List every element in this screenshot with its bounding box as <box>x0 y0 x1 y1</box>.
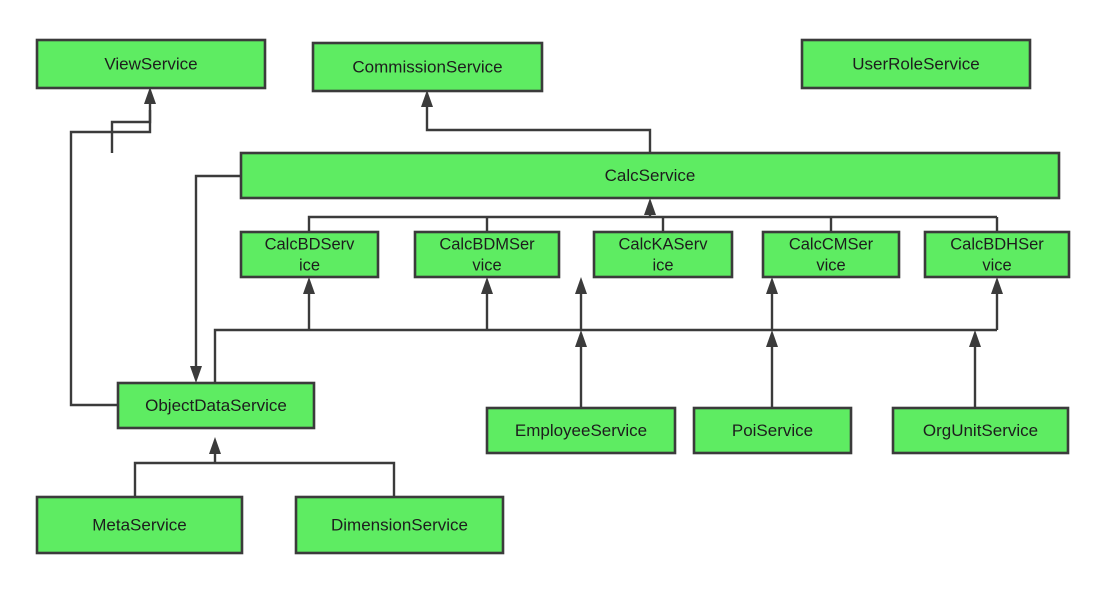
node-label-calcservice: CalcService <box>605 166 696 185</box>
node-label-dimensionservice: DimensionService <box>331 515 468 534</box>
edge-calcservice-to-commissionservice <box>421 90 652 153</box>
node-label-viewservice: ViewService <box>104 54 197 73</box>
node-userroleservice[interactable]: UserRoleService <box>800 38 1032 90</box>
node-label-calcbdmservice-line1: CalcBDMSer <box>439 235 535 253</box>
node-orgunitservice[interactable]: OrgUnitService <box>891 406 1070 455</box>
edge-objectdataservice-to-viewservice <box>69 110 152 407</box>
edge-calcservice-to-viewservice <box>110 87 156 153</box>
node-label-commissionservice: CommissionService <box>352 57 502 76</box>
edge-calcsubservices-to-calcservice <box>307 198 999 232</box>
node-layer: ViewService CommissionService UserRoleSe… <box>35 38 1071 555</box>
node-label-calcbdmservice-line2: vice <box>472 256 501 274</box>
edge-poiservice-to-calccmservice <box>766 330 778 408</box>
edge-employeeservice-to-calckaservice <box>575 330 587 408</box>
node-label-calccmservice-line1: CalcCMSer <box>789 235 874 253</box>
node-label-calckaservice-line2: ice <box>652 256 673 274</box>
node-calcbdhservice[interactable]: CalcBDHSer vice <box>923 230 1071 279</box>
edge-orgunitservice-to-calcbdhservice <box>969 330 981 408</box>
node-label-employeeservice: EmployeeService <box>515 421 647 440</box>
node-label-poiservice: PoiService <box>732 421 813 440</box>
node-label-metaservice: MetaService <box>92 515 186 534</box>
node-calcservice[interactable]: CalcService <box>239 151 1061 200</box>
node-dimensionservice[interactable]: DimensionService <box>294 495 505 555</box>
edge-metaservice-dimensionservice-to-objectdataservice <box>133 437 396 497</box>
node-calcbdmservice[interactable]: CalcBDMSer vice <box>413 230 561 279</box>
node-calckaservice[interactable]: CalcKAServ ice <box>592 230 734 279</box>
node-label-calcbdhservice-line1: CalcBDHSer <box>950 235 1044 253</box>
node-label-calcbdhservice-line2: vice <box>982 256 1011 274</box>
node-label-calcbdservice-line2: ice <box>299 256 320 274</box>
node-label-calccmservice-line2: vice <box>816 256 845 274</box>
edge-objectdataservice-to-calcsubservices <box>213 277 1003 383</box>
edge-layer <box>69 87 1003 497</box>
node-label-userroleservice: UserRoleService <box>852 54 980 73</box>
node-label-calcbdservice-line1: CalcBDServ <box>265 235 356 253</box>
node-commissionservice[interactable]: CommissionService <box>311 41 544 93</box>
node-employeeservice[interactable]: EmployeeService <box>485 406 677 455</box>
node-label-objectdataservice: ObjectDataService <box>145 396 287 415</box>
node-poiservice[interactable]: PoiService <box>692 406 853 455</box>
edge-calcservice-to-objectdataservice <box>190 174 241 383</box>
node-metaservice[interactable]: MetaService <box>35 495 244 555</box>
node-label-calckaservice-line1: CalcKAServ <box>619 235 709 253</box>
node-viewservice[interactable]: ViewService <box>35 38 267 90</box>
node-objectdataservice[interactable]: ObjectDataService <box>116 381 316 430</box>
node-calcbdservice[interactable]: CalcBDServ ice <box>239 230 380 279</box>
node-calccmservice[interactable]: CalcCMSer vice <box>761 230 901 279</box>
node-label-orgunitservice: OrgUnitService <box>923 421 1038 440</box>
